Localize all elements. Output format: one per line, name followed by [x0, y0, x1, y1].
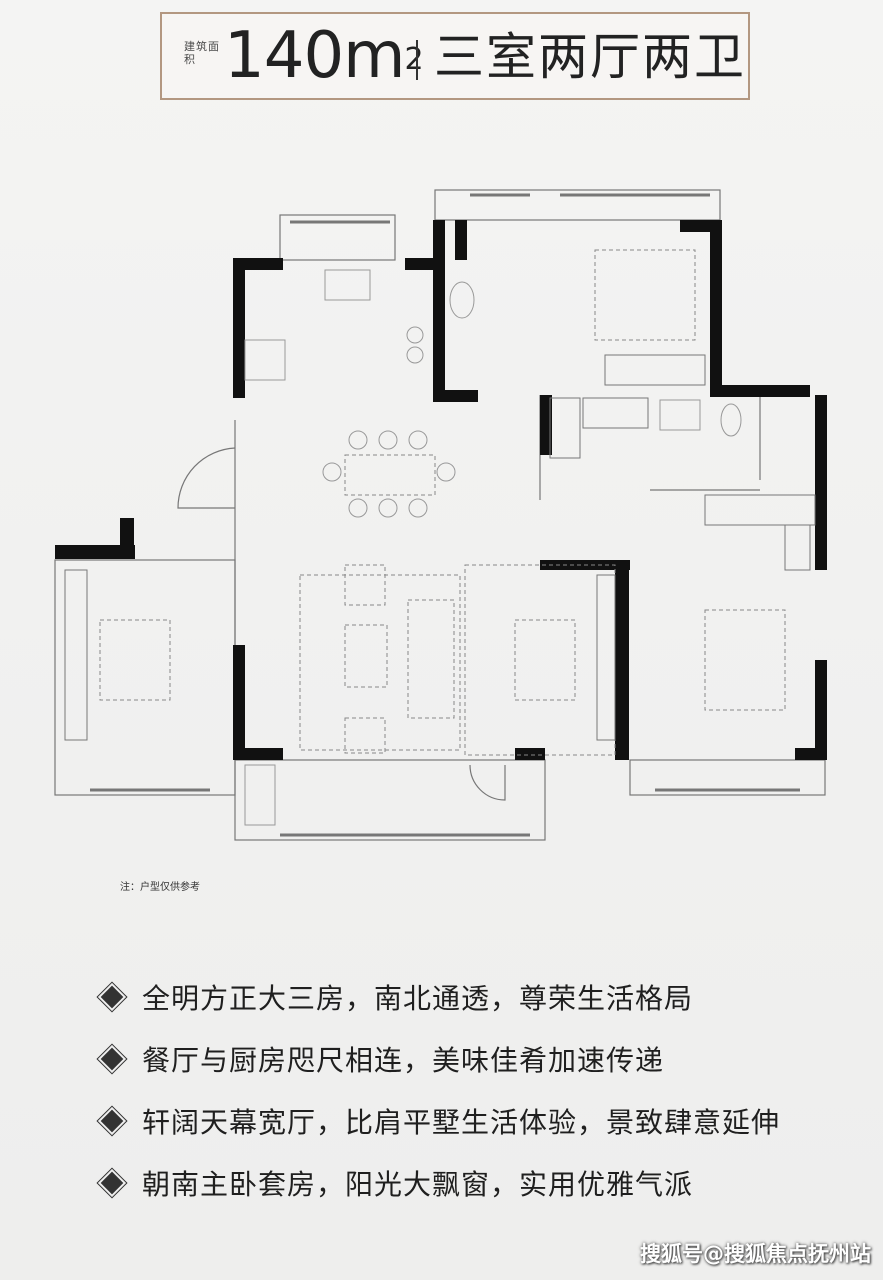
feature-item: 朝南主卧套房，阳光大飘窗，实用优雅气派 — [98, 1152, 780, 1214]
study-room-outline — [54, 559, 236, 796]
feature-item: 餐厅与厨房咫尺相连，美味佳肴加速传递 — [98, 1028, 780, 1090]
entry-door — [177, 447, 236, 509]
south-balcony — [234, 759, 546, 841]
floor-plan-note: 注：户型仅供参考 — [120, 882, 200, 893]
feature-text: 餐厅与厨房咫尺相连，美味佳肴加速传递 — [142, 1044, 665, 1077]
layout-type: 三室两厅两卫 — [434, 28, 746, 86]
area-label: 建筑面积 — [184, 40, 220, 66]
balcony-door — [469, 764, 506, 801]
dining-table — [344, 454, 436, 496]
diamond-bullet-icon — [100, 985, 124, 1009]
floor-plan — [54, 189, 827, 841]
kitchen-balcony — [279, 214, 396, 261]
feature-list: 全明方正大三房，南北通透，尊荣生活格局 餐厅与厨房咫尺相连，美味佳肴加速传递 轩… — [98, 966, 780, 1214]
feature-text: 朝南主卧套房，阳光大飘窗，实用优雅气派 — [142, 1168, 694, 1201]
area-value: 140m2 — [224, 19, 424, 93]
diamond-bullet-icon — [100, 1109, 124, 1133]
title-separator — [416, 40, 418, 80]
watermark: 搜狐号@搜狐焦点抚州站 — [640, 1242, 871, 1266]
study-north-wall — [55, 545, 135, 559]
feature-text: 轩阔天幕宽厅，比肩平墅生活体验，景致肆意延伸 — [142, 1106, 781, 1139]
feature-item: 轩阔天幕宽厅，比肩平墅生活体验，景致肆意延伸 — [98, 1090, 780, 1152]
study-desk — [99, 619, 171, 701]
title-box: 建筑面积 140m2 三室两厅两卫 — [160, 12, 750, 100]
diamond-bullet-icon — [100, 1047, 124, 1071]
bay-window — [629, 759, 826, 796]
second-bed — [594, 249, 696, 341]
feature-item: 全明方正大三房，南北通透，尊荣生活格局 — [98, 966, 780, 1028]
master-bed — [704, 609, 786, 711]
area-unit-superscript: 2 — [404, 42, 424, 77]
living-rug — [299, 574, 461, 751]
diamond-bullet-icon — [100, 1171, 124, 1195]
kitchen-west-wall — [233, 258, 245, 398]
feature-text: 全明方正大三房，南北通透，尊荣生活格局 — [142, 982, 694, 1015]
room-outline — [464, 564, 616, 756]
north-balcony — [434, 189, 721, 221]
